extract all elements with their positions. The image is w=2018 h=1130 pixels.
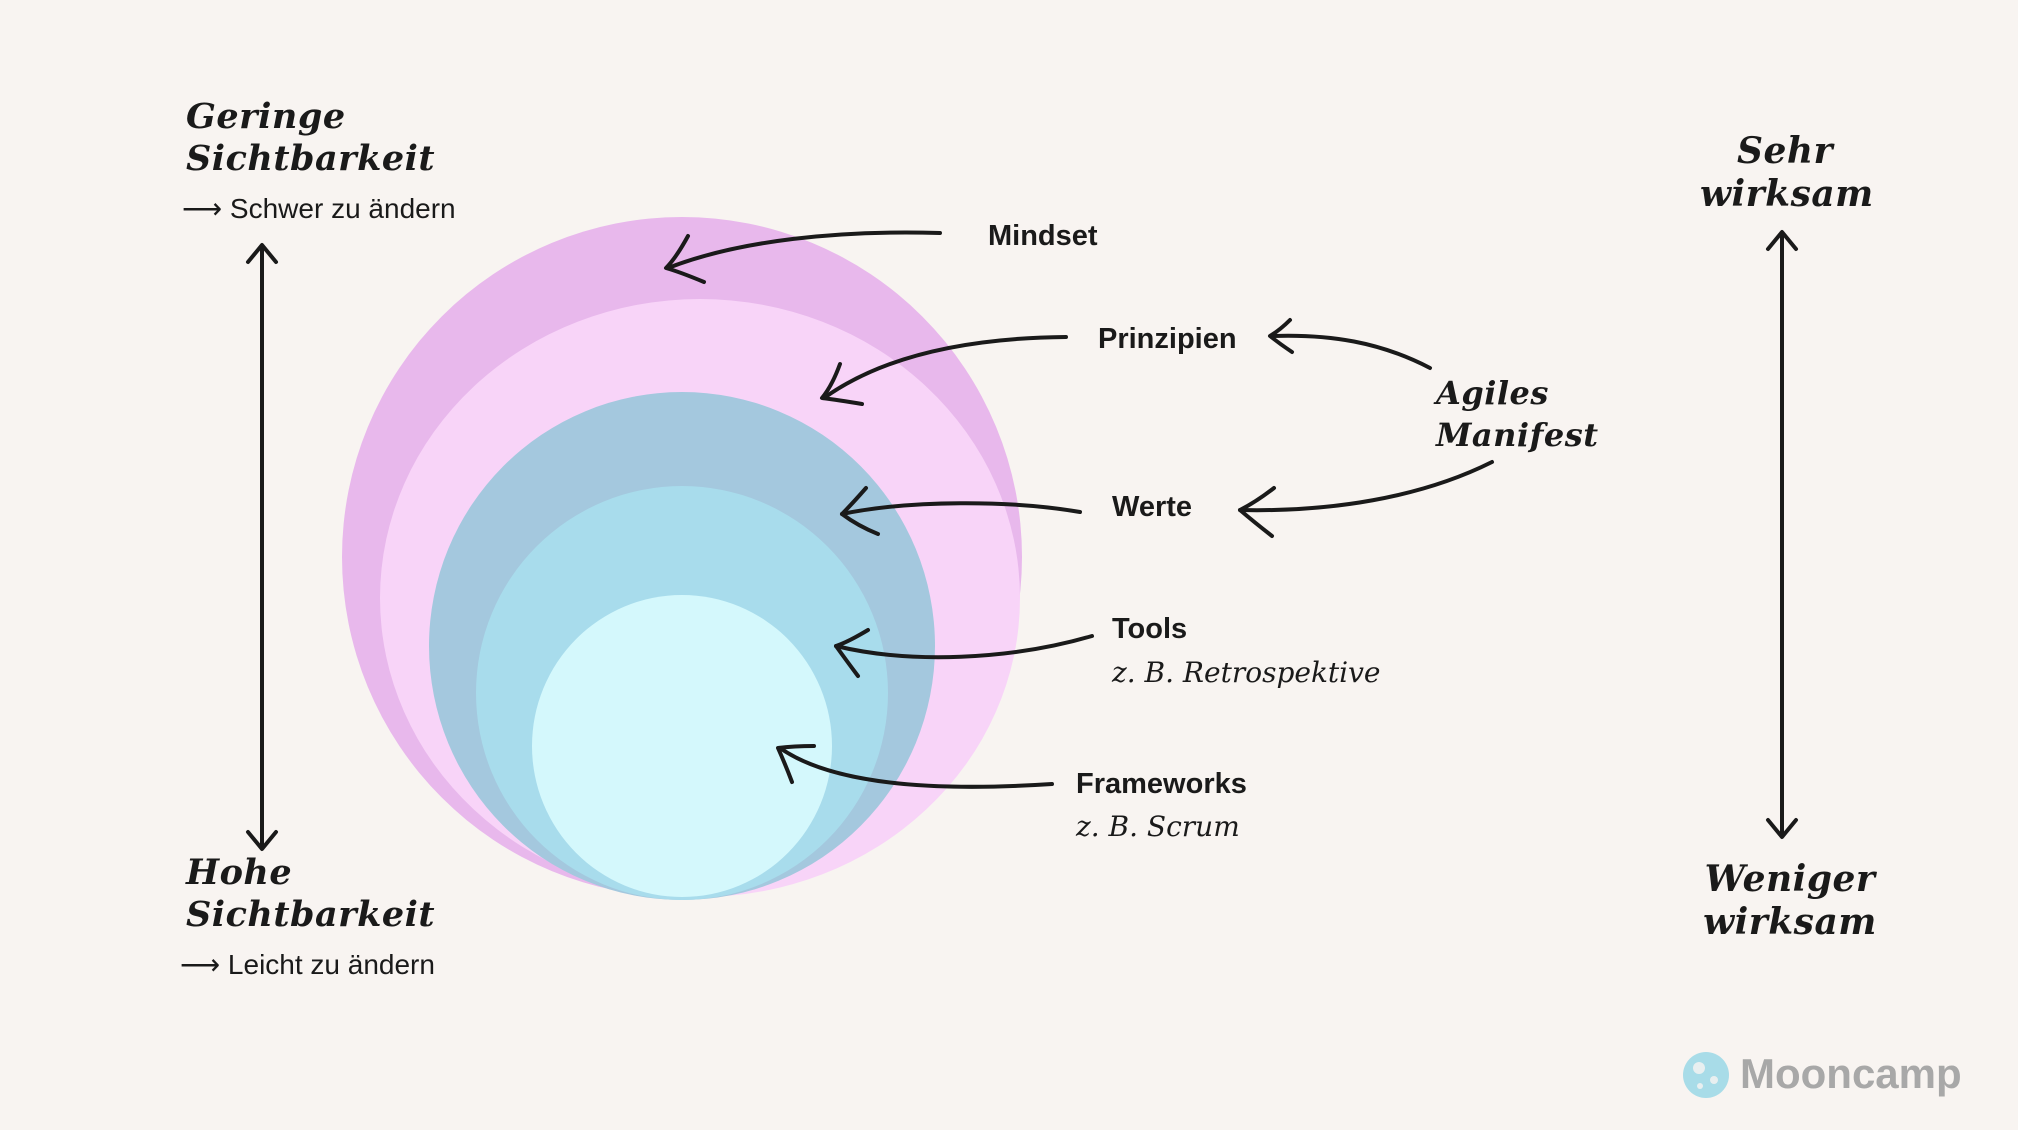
label-werte: Werte — [1112, 491, 1193, 523]
left-bottom-title: Hohe Sichtbarkeit — [186, 852, 435, 936]
right-top-title-line1: Sehr — [1736, 130, 1834, 172]
right-top-title: Sehr wirksam — [1700, 130, 1874, 216]
left-top-title-line2: Sichtbarkeit — [186, 138, 436, 179]
arrow-prinzipien — [820, 335, 1068, 406]
right-bottom-title-line2: wirksam — [1703, 901, 1877, 943]
arrow-mindset — [664, 230, 942, 284]
note-frameworks: z. B. Scrum — [1076, 810, 1240, 843]
left-bottom-note-text: Leicht zu ändern — [227, 949, 435, 980]
label-prinzipien: Prinzipien — [1098, 323, 1237, 355]
arrow-frameworks — [776, 744, 1054, 789]
arrow-manifest-prinzipien — [1268, 318, 1432, 370]
left-top-note-text: Schwer zu ändern — [229, 193, 456, 224]
arrow-right-icon: ⟶ — [180, 949, 221, 980]
circle-frameworks — [532, 595, 832, 897]
label-tools: Tools — [1112, 613, 1188, 645]
arrow-manifest-werte — [1238, 460, 1494, 538]
label-frameworks: Frameworks — [1076, 768, 1247, 800]
source-line1: Agiles — [1436, 374, 1549, 412]
left-top-title-line1: Geringe — [186, 96, 346, 137]
source-agiles-manifest: Agiles Manifest — [1436, 372, 1599, 456]
source-line2: Manifest — [1436, 416, 1599, 454]
arrow-tools — [834, 628, 1094, 678]
label-mindset: Mindset — [988, 220, 1098, 252]
left-bottom-title-line1: Hohe — [186, 852, 293, 893]
mooncamp-logo-icon — [1683, 1052, 1729, 1098]
left-bottom-note: ⟶ Leicht zu ändern — [180, 948, 435, 981]
left-top-title: Geringe Sichtbarkeit — [186, 96, 435, 180]
brand-name: Mooncamp — [1740, 1050, 1962, 1097]
right-bottom-title: Weniger wirksam — [1690, 858, 1890, 944]
left-vertical-arrow — [246, 243, 278, 851]
note-tools: z. B. Retrospektive — [1112, 656, 1381, 689]
arrow-werte — [840, 486, 1082, 536]
left-bottom-title-line2: Sichtbarkeit — [186, 894, 436, 935]
right-bottom-title-line1: Weniger — [1704, 858, 1876, 900]
arrow-right-icon: ⟶ — [182, 193, 223, 224]
right-top-title-line2: wirksam — [1700, 173, 1874, 215]
right-vertical-arrow — [1766, 230, 1798, 839]
left-top-note: ⟶ Schwer zu ändern — [182, 192, 456, 225]
